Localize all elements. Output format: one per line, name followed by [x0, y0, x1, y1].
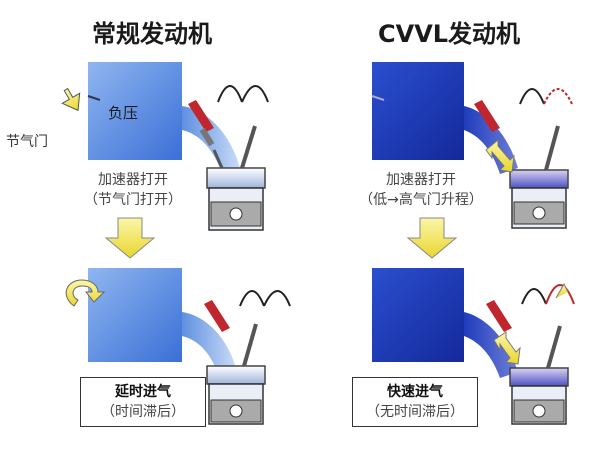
- cam-lift-curve: [519, 88, 545, 105]
- cam-lift-curve: [217, 85, 269, 103]
- cylinder-head: [206, 365, 266, 385]
- intake-chamber: [88, 268, 182, 362]
- throttle-label: 节气门: [6, 134, 48, 150]
- cam-lift-curve-high: [543, 88, 573, 105]
- intake-runner: [464, 312, 518, 378]
- intake-runner: [182, 312, 236, 374]
- right-result-line2: （无时间滞后）: [366, 404, 464, 420]
- left-top-engine: [61, 62, 269, 231]
- cam-lift-curve: [239, 290, 291, 307]
- left-caption-line1: 加速器打开: [98, 172, 168, 188]
- right-bottom-engine: [372, 268, 575, 425]
- right-result-box: 快速进气 （无时间滞后）: [352, 377, 478, 427]
- left-down-arrow: [104, 217, 156, 259]
- left-bottom-engine: [65, 268, 291, 425]
- chamber-label: 负压: [108, 104, 139, 122]
- right-caption: 加速器打开 （低→高气门升程）: [346, 170, 496, 210]
- piston-pin: [532, 206, 546, 220]
- injector: [486, 300, 512, 332]
- right-caption-line2: （低→高气门升程）: [359, 192, 483, 208]
- right-title: CVVL发动机: [378, 20, 521, 48]
- piston-pin: [229, 404, 243, 418]
- right-caption-line1: 加速器打开: [386, 172, 456, 188]
- cam-lift-curve: [521, 288, 547, 305]
- injector: [474, 100, 500, 132]
- cylinder-head: [509, 169, 569, 189]
- right-top-engine: [371, 62, 573, 229]
- intake-chamber: [372, 62, 464, 160]
- intake-chamber: [88, 62, 182, 160]
- left-result-line1: 延时进气: [115, 384, 171, 400]
- lift-arrow-icon: [485, 138, 515, 173]
- intake-chamber: [372, 268, 464, 362]
- right-down-arrow: [406, 217, 458, 259]
- lift-arrow-icon: [493, 331, 521, 365]
- left-caption: 加速器打开 （节气门打开）: [58, 170, 208, 210]
- piston-pin: [532, 404, 546, 418]
- left-result-box: 延时进气 （时间滞后）: [80, 377, 206, 427]
- injector: [188, 100, 214, 132]
- cylinder-head: [206, 167, 266, 189]
- throttle-arrow: [61, 87, 81, 112]
- circular-arrow-icon: [65, 279, 106, 307]
- right-result-line1: 快速进气: [387, 384, 443, 400]
- cam-lift-curve-high: [545, 284, 575, 305]
- left-result-line2: （时间滞后）: [101, 404, 185, 420]
- left-caption-line2: （节气门打开）: [84, 192, 182, 208]
- left-title: 常规发动机: [92, 20, 212, 48]
- piston-pin: [229, 207, 243, 221]
- cylinder-head: [509, 367, 569, 387]
- injector: [204, 300, 230, 332]
